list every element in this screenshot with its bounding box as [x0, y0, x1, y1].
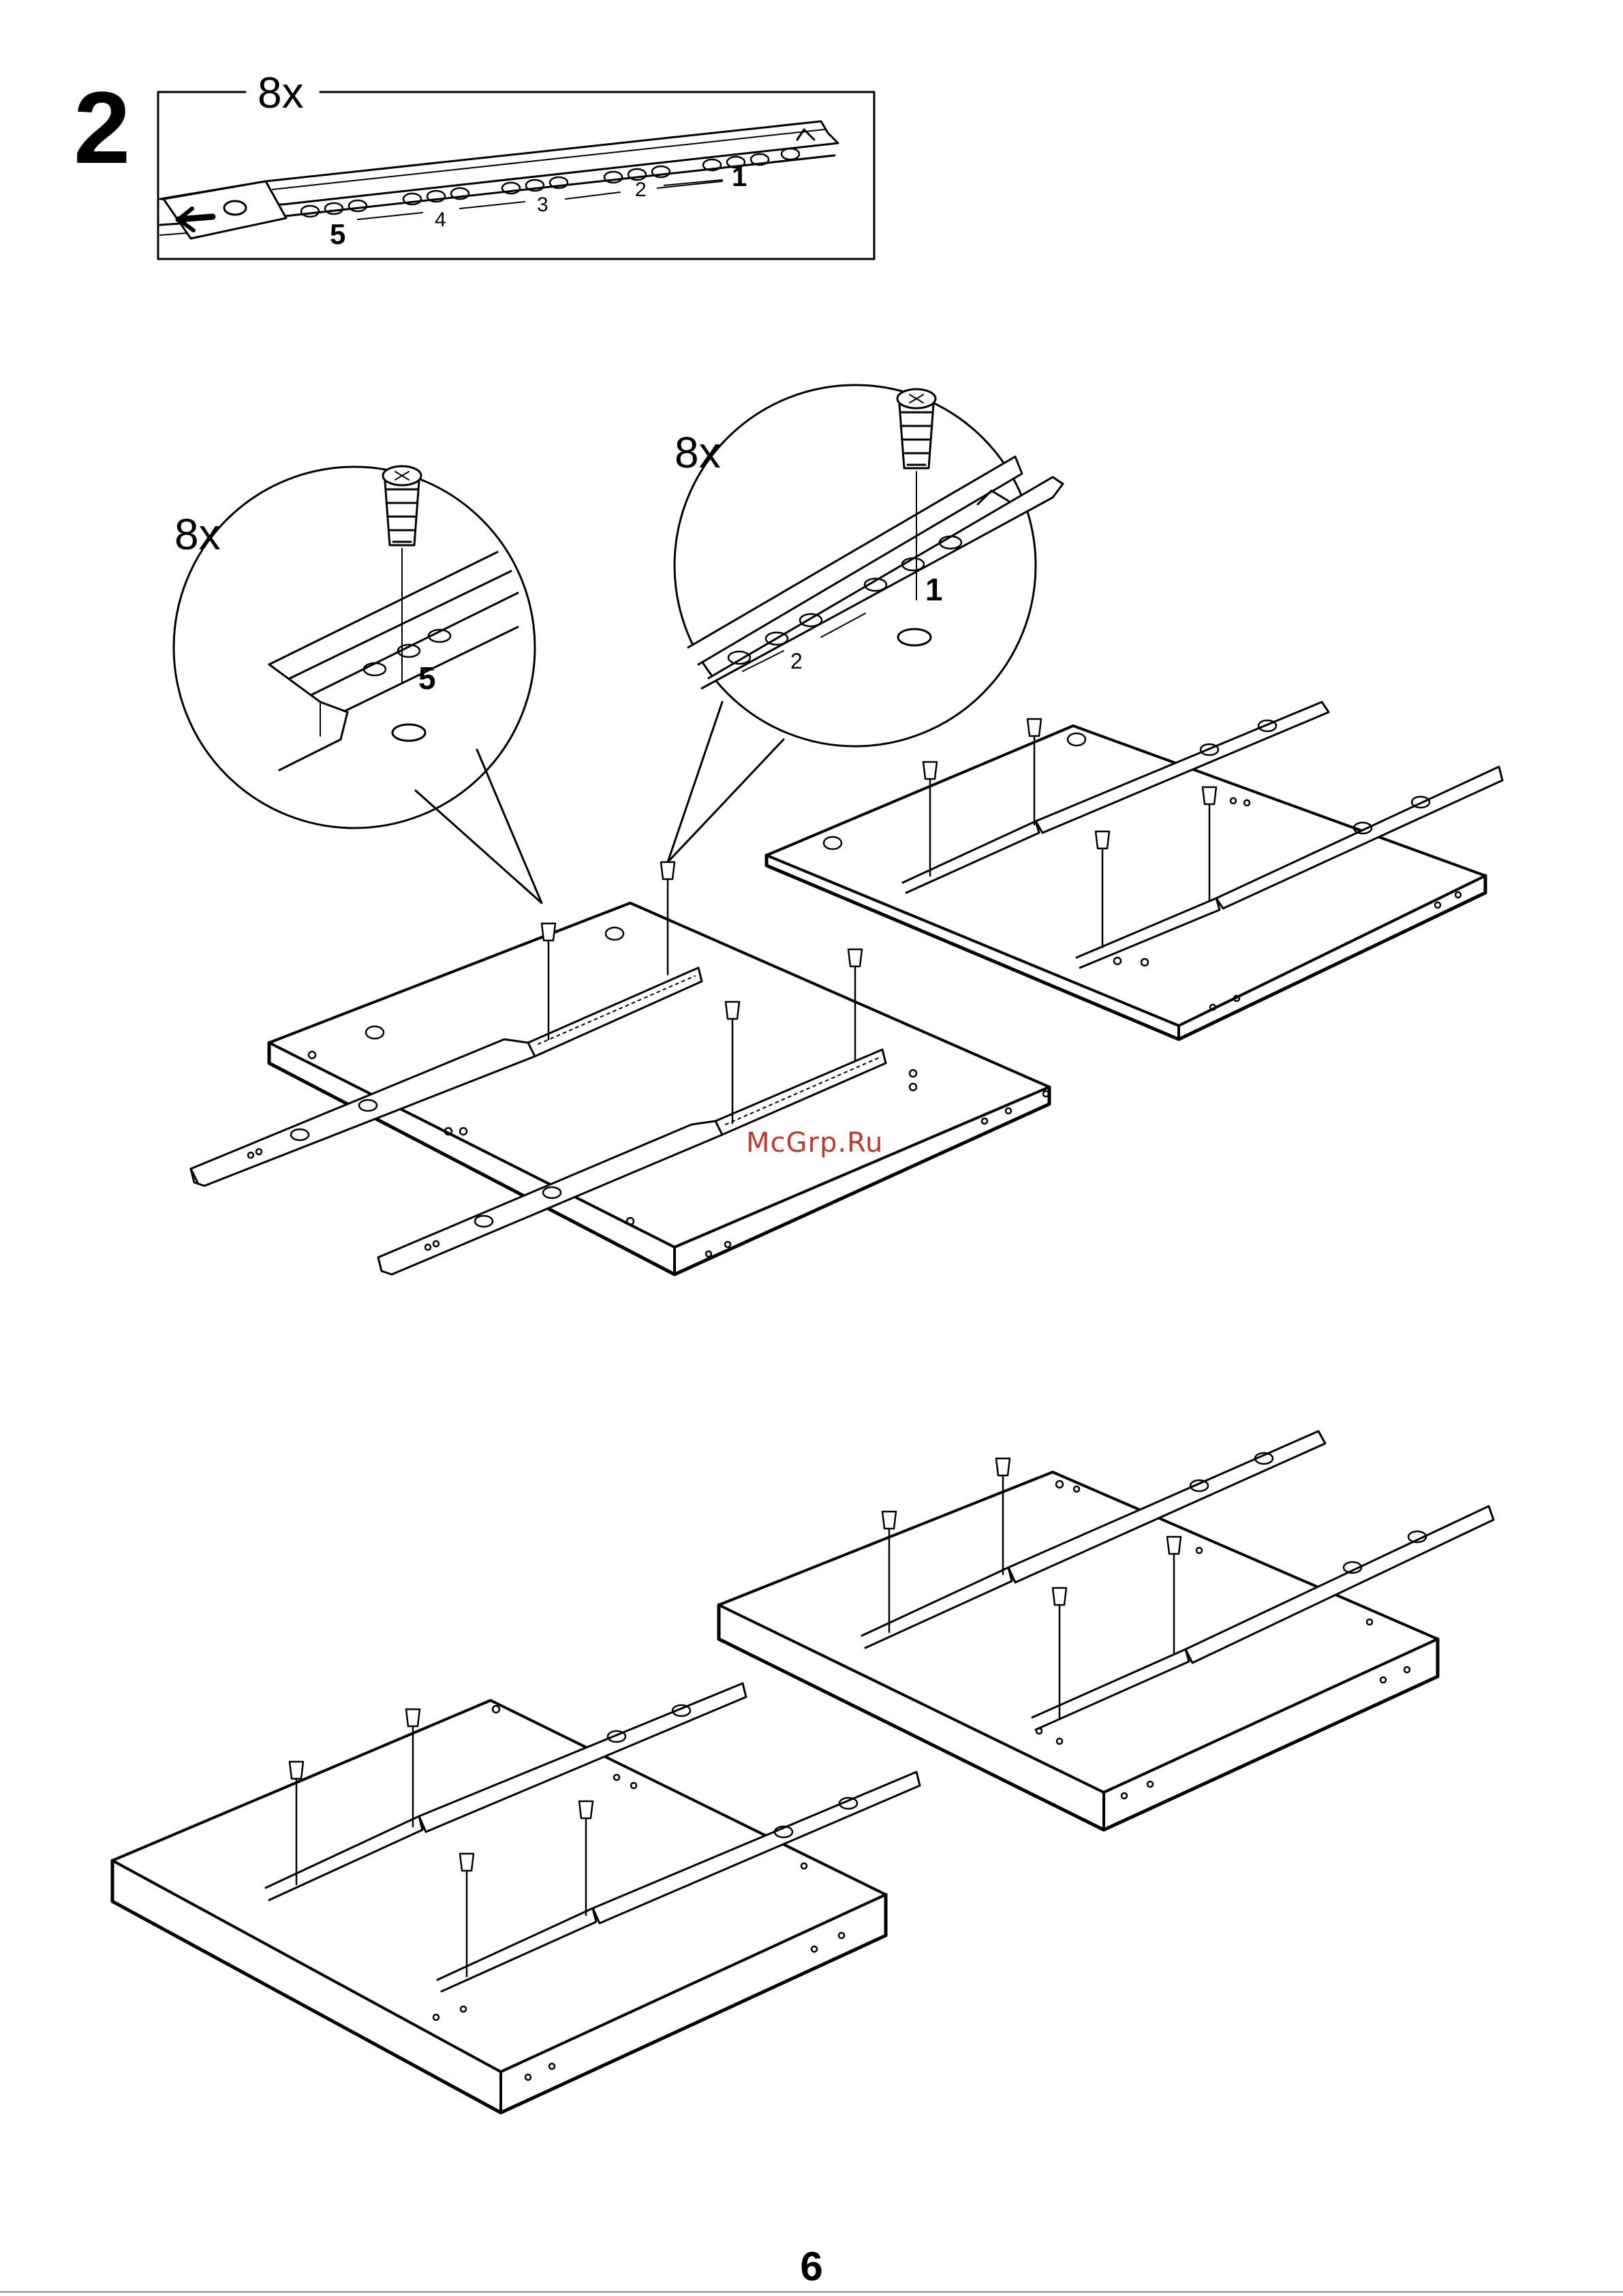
- inset-hole-label-5: 5: [330, 218, 345, 251]
- callout-right-hole-label-2: 2: [790, 649, 803, 674]
- bottom-divider: [0, 2291, 1623, 2293]
- callout-right-quantity: 8x: [675, 431, 721, 474]
- callout-right-hole-label-1: 1: [925, 571, 943, 608]
- inset-hole-label-4: 4: [435, 209, 446, 232]
- panel-with-rails-a: [191, 862, 1049, 1274]
- inset-hole-label-1: 1: [732, 162, 747, 193]
- panel-with-rails-b: [767, 702, 1502, 1039]
- detail-callout-left: [174, 466, 542, 903]
- panel-with-rails-d: [112, 1683, 920, 2113]
- inset-quantity: 8x: [258, 71, 304, 114]
- watermark-text: McGrp.Ru: [746, 1127, 883, 1159]
- page-number: 6: [0, 2246, 1623, 2287]
- panel-with-rails-c: [719, 1431, 1494, 1830]
- callout-left-quantity: 8x: [174, 512, 221, 556]
- inset-hole-label-2: 2: [635, 179, 647, 202]
- inset-hole-label-3: 3: [537, 194, 548, 217]
- callout-left-hole-label: 5: [418, 660, 436, 697]
